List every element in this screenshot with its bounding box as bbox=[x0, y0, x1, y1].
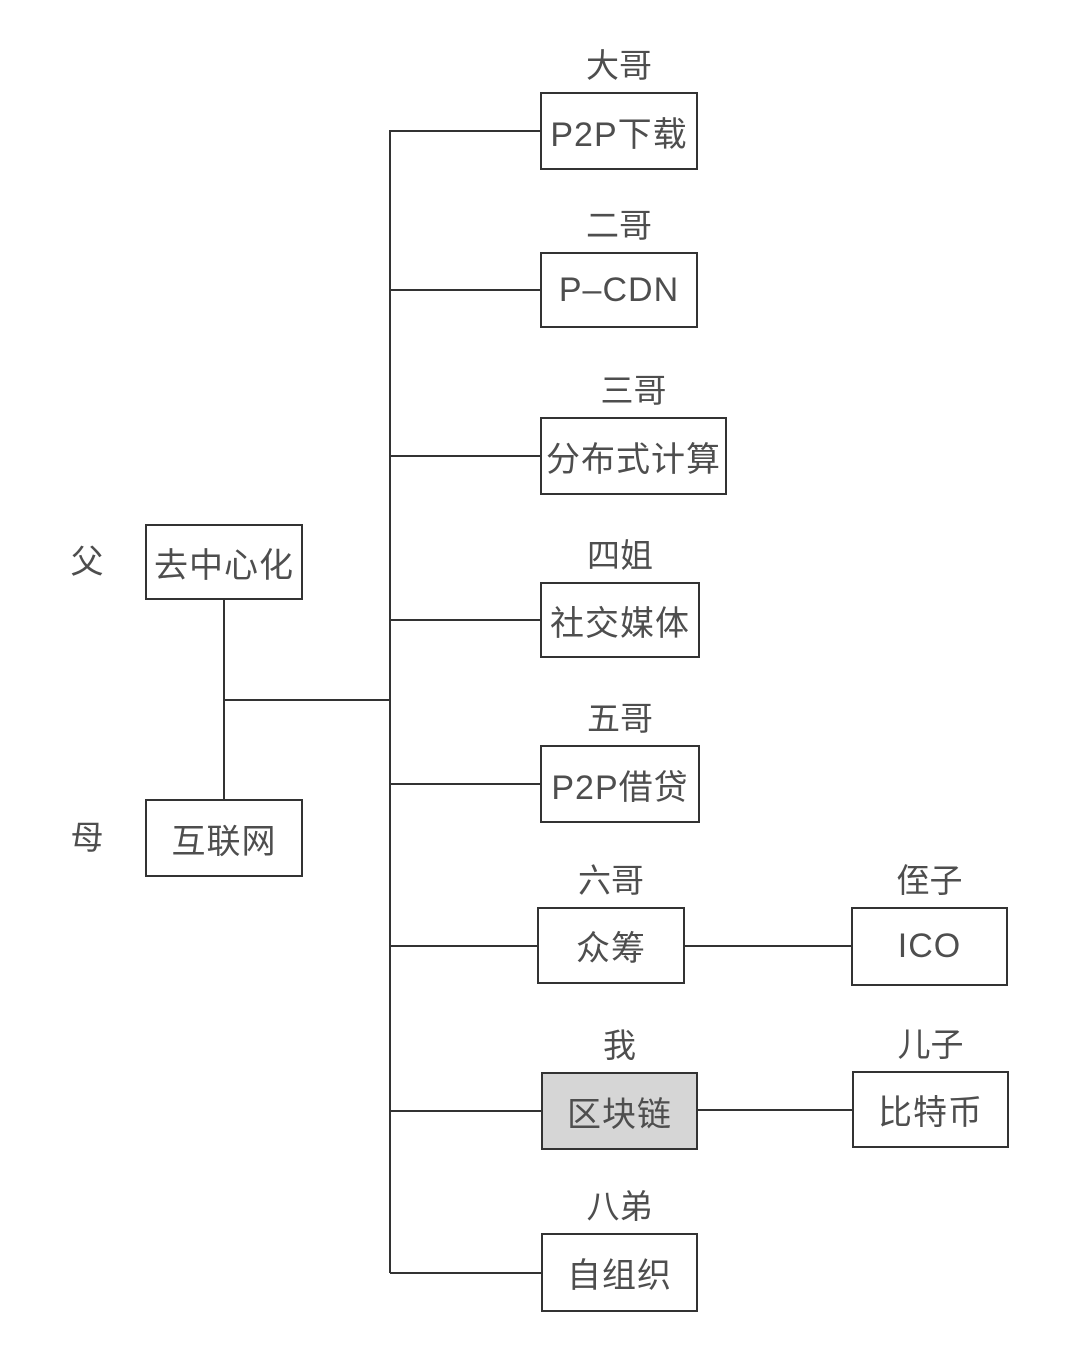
node-decentralization: 去中心化 bbox=[145, 524, 303, 600]
relation-label-eighth-brother: 八弟 bbox=[586, 1188, 653, 1225]
relation-label-father: 父 bbox=[70, 543, 104, 580]
node-blockchain: 区块链 bbox=[541, 1072, 698, 1150]
node-self-organization: 自组织 bbox=[541, 1233, 698, 1312]
relation-label-second-brother: 二哥 bbox=[586, 207, 652, 244]
relation-label-mother: 母 bbox=[70, 819, 104, 856]
relation-label-son: 儿子 bbox=[897, 1026, 964, 1063]
relation-label-eldest-brother: 大哥 bbox=[586, 47, 652, 84]
node-p2p-download: P2P下载 bbox=[540, 92, 698, 170]
relation-label-nephew: 侄子 bbox=[896, 862, 963, 899]
node-distributed-computing: 分布式计算 bbox=[540, 417, 727, 495]
relation-label-third-brother: 三哥 bbox=[600, 372, 667, 409]
node-social-media: 社交媒体 bbox=[540, 582, 700, 658]
node-ico: ICO bbox=[851, 907, 1008, 986]
node-internet: 互联网 bbox=[145, 799, 303, 877]
relation-label-fifth-brother: 五哥 bbox=[587, 700, 653, 737]
node-bitcoin: 比特币 bbox=[852, 1071, 1009, 1148]
relation-label-me: 我 bbox=[603, 1027, 636, 1064]
node-p-cdn: P–CDN bbox=[540, 252, 698, 328]
relation-label-sixth-brother: 六哥 bbox=[578, 862, 644, 899]
node-p2p-lending: P2P借贷 bbox=[540, 745, 700, 823]
node-crowdfunding: 众筹 bbox=[537, 907, 685, 984]
relation-label-fourth-sister: 四姐 bbox=[587, 537, 653, 574]
